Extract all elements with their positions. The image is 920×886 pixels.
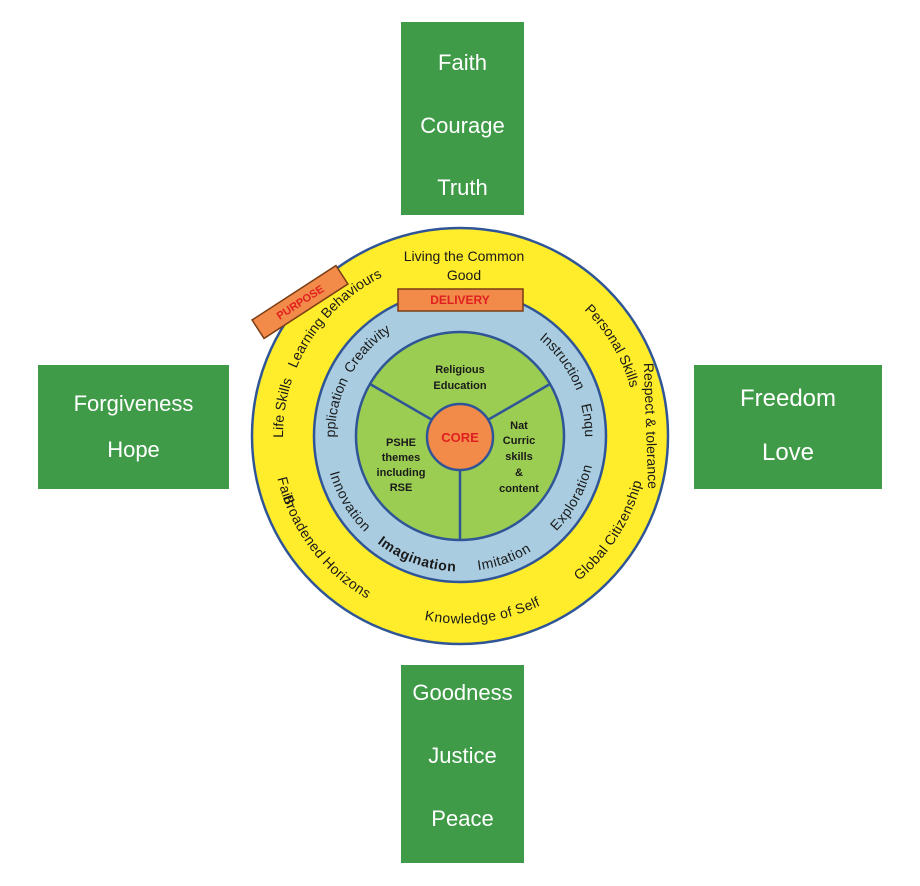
value-courage: Courage [420,113,505,138]
outer-top-line2: Good [447,267,481,283]
value-love: Love [761,439,815,466]
value-faith: Faith [438,50,487,75]
values-box-top: Faith Courage Truth [401,22,524,215]
sector-natcurric-line4: & [515,467,523,479]
sector-pshe-line1: PSHE [386,437,416,449]
sector-natcurric-line3: skills [505,451,533,463]
outer-respect-tolerance: Respect & tolerance [641,363,661,490]
delivery-label-text: DELIVERY [430,293,490,307]
sector-religious-line2: Education [433,380,486,392]
values-box-left: Forgiveness Hope [38,365,229,489]
sector-natcurric-line1: Nat [510,420,528,432]
core-circle [425,402,495,472]
value-freedom: Freedom [739,385,837,412]
sector-pshe-line3: including [377,467,426,479]
sector-natcurric-line5: content [499,483,539,495]
sector-natcurric-line2: Curric [503,435,535,447]
value-peace: Peace [431,806,494,831]
value-truth: Truth [437,175,488,200]
delivery-label: DELIVERY [397,288,524,312]
values-box-right: Freedom Love [694,365,882,489]
sector-pshe-line4: RSE [390,482,413,494]
sector-pshe-line2: themes [382,452,421,464]
core-label: CORE [441,430,479,445]
values-box-bottom: Goodness Justice Peace [401,665,524,863]
value-hope: Hope [107,437,160,462]
outer-top-line1: Living the Common [404,248,525,264]
sector-religious-line1: Religious [435,364,485,376]
value-goodness: Goodness [412,680,513,705]
value-justice: Justice [428,743,497,768]
value-forgiveness: Forgiveness [73,391,194,416]
